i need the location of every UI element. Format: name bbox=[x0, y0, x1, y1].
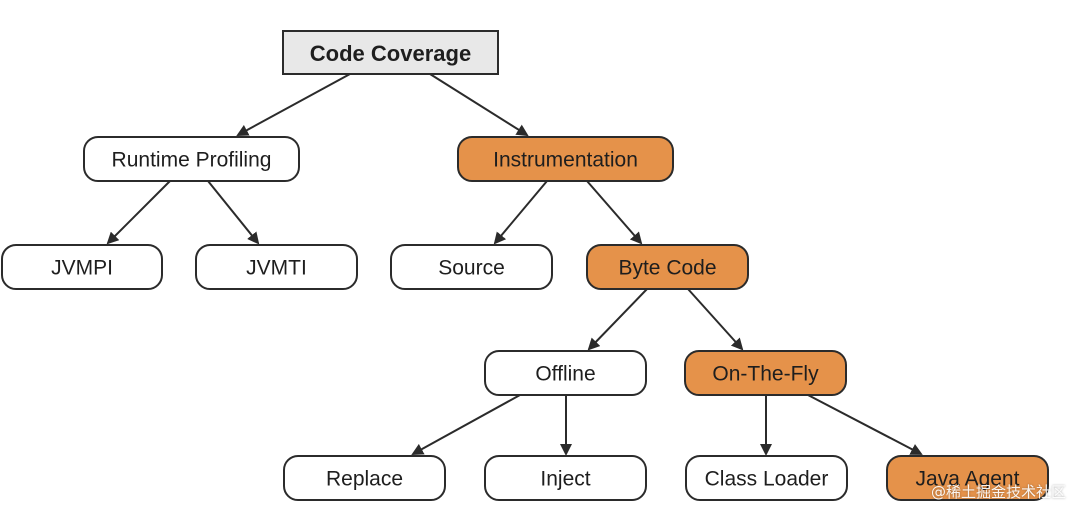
node-jvmti: JVMTI bbox=[195, 244, 358, 290]
node-code-coverage: Code Coverage bbox=[282, 30, 499, 75]
edge-code-coverage-to-runtime-profiling bbox=[236, 73, 351, 136]
node-byte-code-box bbox=[586, 244, 749, 290]
node-java-agent-label: Java Agent bbox=[916, 468, 1020, 491]
node-jvmpi: JVMPI bbox=[1, 244, 163, 290]
node-inject-box bbox=[484, 455, 647, 501]
node-offline-box bbox=[484, 350, 647, 396]
watermark-text: @稀土掘金技术社区 bbox=[930, 483, 1066, 501]
edge-on-the-fly-to-java-agent bbox=[807, 394, 923, 455]
node-runtime-profiling-label: Runtime Profiling bbox=[112, 149, 272, 172]
node-code-coverage-label: Code Coverage bbox=[310, 41, 471, 66]
node-byte-code: Byte Code bbox=[586, 244, 749, 290]
node-offline: Offline bbox=[484, 350, 647, 396]
node-byte-code-label: Byte Code bbox=[618, 257, 716, 280]
edge-byte-code-to-on-the-fly bbox=[687, 288, 744, 351]
node-instrumentation-label: Instrumentation bbox=[493, 149, 638, 172]
node-jvmpi-box bbox=[1, 244, 163, 290]
node-source: Source bbox=[390, 244, 553, 290]
node-on-the-fly-label: On-The-Fly bbox=[712, 363, 819, 386]
node-class-loader-label: Class Loader bbox=[705, 468, 829, 491]
edge-code-coverage-to-instrumentation bbox=[429, 73, 529, 137]
edge-runtime-profiling-to-jvmpi bbox=[106, 180, 171, 245]
node-class-loader: Class Loader bbox=[685, 455, 848, 501]
edges-layer bbox=[106, 73, 923, 456]
edge-runtime-profiling-to-jvmti bbox=[207, 180, 260, 245]
node-instrumentation: Instrumentation bbox=[457, 136, 674, 182]
node-inject: Inject bbox=[484, 455, 647, 501]
node-jvmti-label: JVMTI bbox=[246, 257, 307, 280]
edge-instrumentation-to-source bbox=[493, 180, 548, 245]
node-class-loader-box bbox=[685, 455, 848, 501]
edge-byte-code-to-offline bbox=[587, 288, 648, 351]
node-on-the-fly-box bbox=[684, 350, 847, 396]
node-source-label: Source bbox=[438, 257, 505, 280]
node-replace-box bbox=[283, 455, 446, 501]
node-java-agent-box bbox=[886, 455, 1049, 501]
node-replace: Replace bbox=[283, 455, 446, 501]
node-jvmpi-label: JVMPI bbox=[51, 257, 113, 280]
node-code-coverage-box bbox=[282, 30, 499, 75]
node-replace-label: Replace bbox=[326, 468, 403, 491]
edge-offline-to-replace bbox=[411, 394, 521, 455]
node-offline-label: Offline bbox=[535, 363, 595, 386]
node-runtime-profiling-box bbox=[83, 136, 300, 182]
edge-instrumentation-to-byte-code bbox=[586, 180, 643, 245]
node-instrumentation-box bbox=[457, 136, 674, 182]
node-java-agent: Java Agent bbox=[886, 455, 1049, 501]
node-on-the-fly: On-The-Fly bbox=[684, 350, 847, 396]
node-runtime-profiling: Runtime Profiling bbox=[83, 136, 300, 182]
node-jvmti-box bbox=[195, 244, 358, 290]
node-source-box bbox=[390, 244, 553, 290]
node-inject-label: Inject bbox=[540, 468, 590, 491]
